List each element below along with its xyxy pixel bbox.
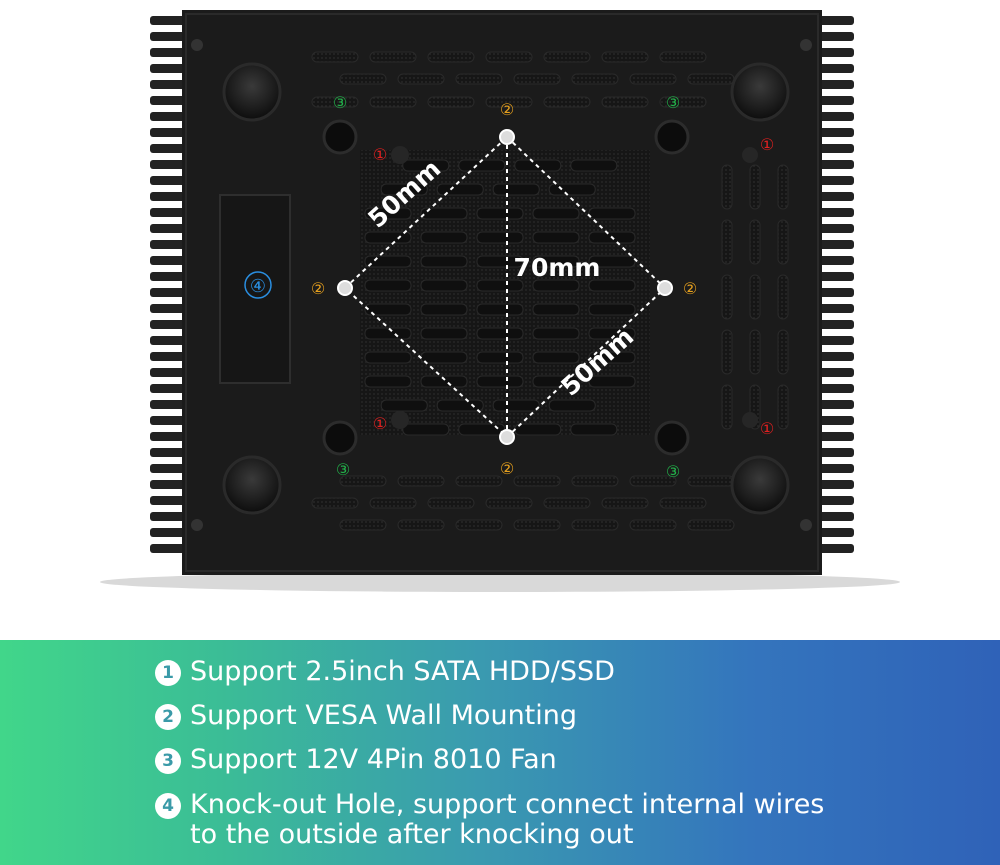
- feature-number: 2: [155, 704, 181, 730]
- fan-marker: ③: [336, 460, 350, 479]
- hdd-marker: ①: [373, 145, 387, 164]
- feature-number: 3: [155, 748, 181, 774]
- feature-text: Support 2.5inch SATA HDD/SSD: [190, 656, 615, 687]
- knockout-hole-panel: [219, 194, 291, 384]
- vesa-holes: [337, 129, 673, 445]
- hdd-screw-holes: [391, 146, 758, 429]
- corner-screws: [191, 39, 812, 531]
- feature-number: 4: [155, 793, 181, 819]
- vesa-marker: ②: [683, 279, 697, 298]
- feature-text: Support 12V 4Pin 8010 Fan: [190, 744, 557, 775]
- vesa-marker: ②: [500, 100, 514, 119]
- feature-item: 3 Support 12V 4Pin 8010 Fan: [155, 745, 557, 775]
- fan-marker: ③: [666, 93, 680, 112]
- product-photo: ④ 50mm 70mm 50mm ② ②: [100, 10, 900, 592]
- vesa-marker: ②: [500, 459, 514, 478]
- feature-item: 1 Support 2.5inch SATA HDD/SSD: [155, 657, 615, 687]
- feature-text: Knock-out Hole, support connect internal…: [190, 789, 825, 850]
- knockout-marker: ④: [250, 276, 266, 297]
- measurement-vertical: 70mm: [514, 253, 601, 282]
- hdd-marker: ①: [760, 419, 774, 438]
- fan-marker: ③: [666, 462, 680, 481]
- feature-text: Support VESA Wall Mounting: [190, 700, 578, 731]
- fan-mount-holes: [322, 119, 690, 456]
- hdd-marker: ①: [760, 135, 774, 154]
- fan-marker: ③: [333, 93, 347, 112]
- rubber-feet: [222, 62, 790, 515]
- vesa-marker: ②: [311, 279, 325, 298]
- case-shadow: [100, 572, 900, 592]
- fan-grill-slots: [364, 159, 636, 436]
- side-vent-slots: [721, 164, 789, 430]
- feature-number: 1: [155, 660, 181, 686]
- heatsink-fins: [150, 16, 854, 553]
- feature-item: 4 Knock-out Hole, support connect intern…: [155, 790, 824, 850]
- hdd-marker: ①: [373, 414, 387, 433]
- vent-slots: [311, 51, 735, 531]
- feature-item: 2 Support VESA Wall Mounting: [155, 701, 577, 731]
- feature-banner: 1 Support 2.5inch SATA HDD/SSD 2 Support…: [0, 640, 1000, 865]
